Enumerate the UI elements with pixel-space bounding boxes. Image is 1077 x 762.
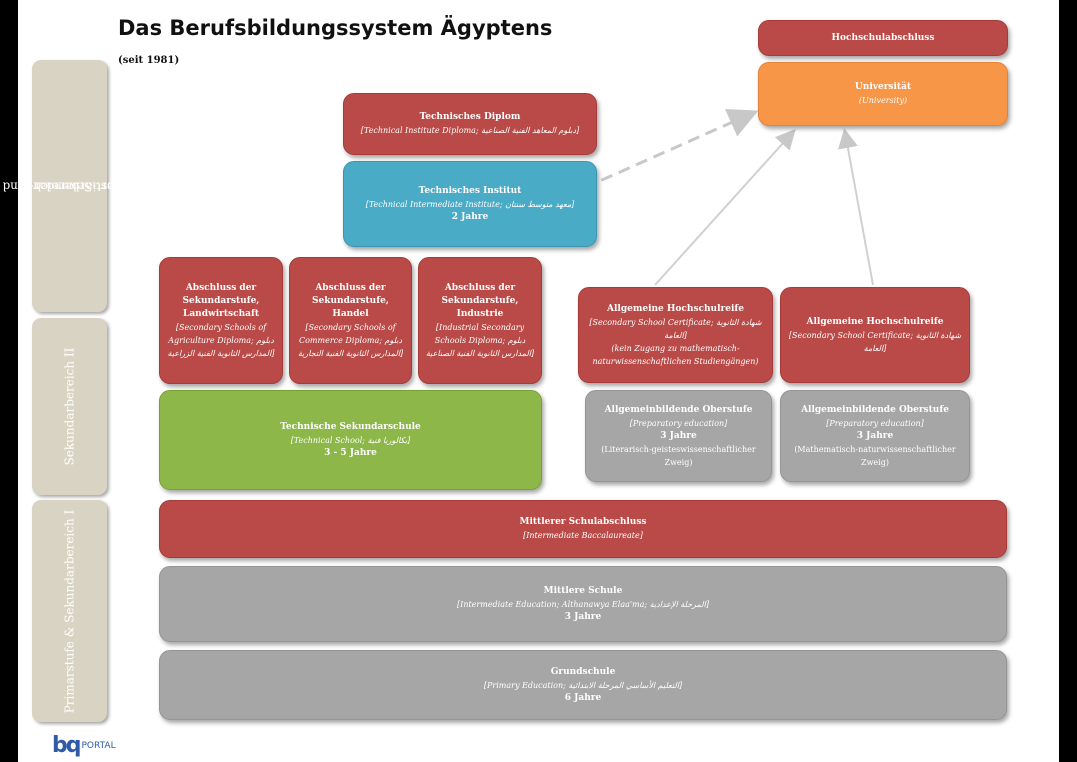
box-oberstufe-1-sub: [Preparatory education] [629,418,728,428]
box-abschluss-landwirtschaft-sub: [Secondary Schools of Agriculture Diplom… [167,322,275,358]
box-universitaet-sub: (University) [858,96,908,105]
box-hochschulreife-2-sub: [Secondary School Certificate; شهادة الث… [788,330,962,353]
box-mittlerer-abschluss-sub: [Intermediate Baccalaureate] [523,531,643,540]
box-tech-institut-title: Technisches Institut [418,185,522,196]
box-oberstufe-1-title: Allgemeinbildende Oberstufe [604,404,753,415]
box-tech-sekundarschule-sub: [Technical School; بكالوريا فنية] [290,435,411,445]
box-hochschulreife-1-sub: [Secondary School Certificate; شهادة الث… [589,317,762,340]
box-abschluss-industrie-sub: [Industrial Secondary Schools Diploma; د… [425,322,535,358]
box-hochschulreife-1-title: Allgemeine Hochschulreife [607,303,744,314]
box-tech-sekundarschule-duration: 3 - 5 Jahre [324,447,377,458]
arrow-hochschulreife2-to-universitaet [838,128,874,286]
box-tech-institut: Technisches Institut [Technical Intermed… [343,161,597,247]
box-hochschulreife-2-title: Allgemeine Hochschulreife [806,316,944,327]
box-oberstufe-1-duration: 3 Jahre [660,430,697,441]
box-grundschule: Grundschule [Primary Education; التعليم … [159,650,1007,720]
side-label-primary: Primarstufe & Sekundarbereich I [32,500,107,722]
box-tech-diplom: Technisches Diplom [Technical Institute … [343,93,597,155]
box-tech-sekundarschule: Technische Sekundarschule [Technical Sch… [159,390,542,490]
box-hochschulabschluss: Hochschulabschluss [758,20,1008,56]
box-tech-sekundarschule-title: Technische Sekundarschule [280,421,421,432]
box-tech-institut-sub: [Technical Intermediate Institute; معهد … [365,199,575,209]
box-oberstufe-1: Allgemeinbildende Oberstufe [Preparatory… [585,390,772,482]
box-hochschulreife-2: Allgemeine Hochschulreife [Secondary Sch… [780,287,970,383]
side-label-tertiary-line2: Tertiärbereich [33,179,121,194]
side-label-secondary2: Sekundarbereich II [32,318,107,495]
box-oberstufe-2-sub: [Preparatory education] [826,418,924,428]
box-tech-diplom-sub: [Technical Institute Diploma; دبلوم المع… [360,126,580,135]
arrow-hochschulreife1-to-universitaet [654,129,796,286]
box-hochschulreife-1: Allgemeine Hochschulreife [Secondary Sch… [578,287,773,383]
box-mittlere-schule-title: Mittlere Schule [543,585,623,596]
box-mittlerer-abschluss: Mittlerer Schulabschluss [Intermediate B… [159,500,1007,558]
box-grundschule-duration: 6 Jahre [564,692,602,703]
box-mittlere-schule-sub: [Intermediate Education; Althanawya Elaa… [457,599,709,609]
box-tech-institut-duration: 2 Jahre [451,211,489,222]
side-label-primary-text: Primarstufe & Sekundarbereich I [62,509,77,713]
arrow-institut-to-universitaet [583,109,759,190]
page-subtitle: (seit 1981) [118,55,180,66]
box-oberstufe-2-note: (Mathematisch-naturwissenschaftlicher Zw… [794,444,956,467]
box-oberstufe-1-note: (Literarisch-geisteswissenschaftlicher Z… [601,444,756,467]
box-mittlere-schule: Mittlere Schule [Intermediate Education;… [159,566,1007,642]
box-abschluss-handel: Abschluss der Sekundarstufe, Handel [Sec… [289,257,412,384]
box-tech-diplom-title: Technisches Diplom [419,112,521,122]
box-mittlerer-abschluss-title: Mittlerer Schulabschluss [519,517,647,527]
box-hochschulabschluss-title: Hochschulabschluss [831,32,935,43]
page-title: Das Berufsbildungssystem Ägyptens [118,16,553,40]
box-abschluss-industrie: Abschluss der Sekundarstufe, Industrie [… [418,257,542,384]
box-abschluss-industrie-title: Abschluss der Sekundarstufe, Industrie [441,282,519,319]
side-label-secondary2-text: Sekundarbereich II [62,347,77,466]
box-abschluss-landwirtschaft: Abschluss der Sekundarstufe, Landwirtsch… [159,257,283,384]
box-oberstufe-2-title: Allgemeinbildende Oberstufe [801,404,949,415]
bq-portal-logo: bq PORTAL [52,733,116,758]
box-mittlere-schule-duration: 3 Jahre [564,611,602,622]
box-abschluss-landwirtschaft-title: Abschluss der Sekundarstufe, Landwirtsch… [182,282,260,319]
box-universitaet: Universität (University) [758,62,1008,126]
logo-text: PORTAL [81,740,116,751]
box-grundschule-sub: [Primary Education; التعليم الأساسي المر… [483,680,683,690]
box-abschluss-handel-sub: [Secondary Schools of Commerce Diploma; … [297,322,404,358]
box-oberstufe-2: Allgemeinbildende Oberstufe [Preparatory… [780,390,970,482]
box-abschluss-handel-title: Abschluss der Sekundarstufe, Handel [312,282,389,319]
box-hochschulreife-1-note: (kein Zugang zu mathematisch-naturwissen… [592,343,759,366]
side-label-tertiary: Post-Sekundar- und Tertiärbereich [2,60,122,312]
logo-mark: bq [52,733,81,758]
box-grundschule-title: Grundschule [550,666,616,677]
box-universitaet-title: Universität [854,82,912,92]
box-oberstufe-2-duration: 3 Jahre [856,430,894,441]
